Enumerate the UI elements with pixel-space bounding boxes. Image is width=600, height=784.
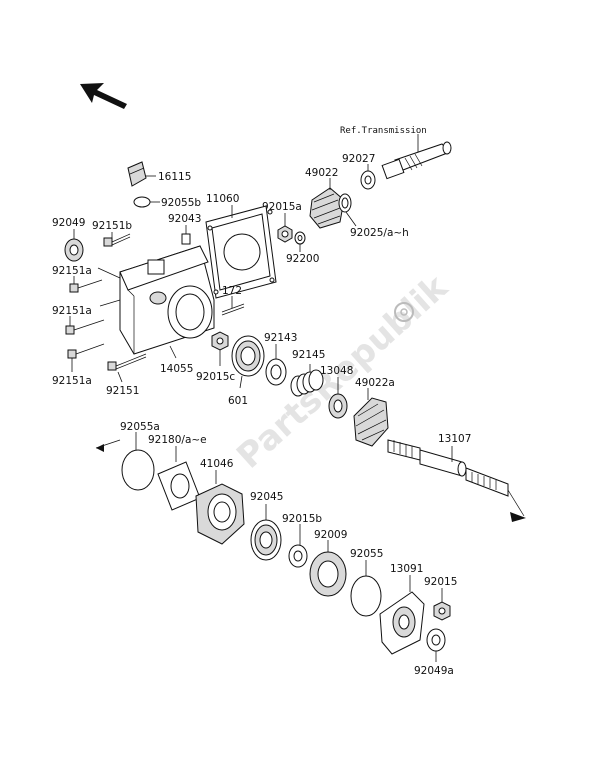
gear-watermark-icon [394,302,414,322]
cap-16115 [127,161,147,187]
bevel-gear-49022a [353,397,389,447]
gasket-11060 [205,205,277,299]
washer-92027 [360,170,376,190]
oil-seal-92049a [426,628,446,652]
label-92015b: 92015b [282,513,322,525]
label-92055b: 92055b [161,197,201,209]
bearing-92045 [250,519,282,561]
bearing-housing-41046 [195,483,245,545]
label-92151a-3: 92151a [52,375,92,387]
nut-92015a [277,225,293,243]
label-92015a: 92015a [262,201,302,213]
bolt-92151a-1 [69,279,103,293]
label-41046: 41046 [200,458,234,470]
bevel-gear-49022 [309,187,345,229]
label-92043: 92043 [168,213,201,225]
washer-92200 [294,231,306,245]
oring-92055b [133,196,151,208]
label-14055: 14055 [160,363,193,375]
label-92151: 92151 [106,385,139,397]
label-13048: 13048 [320,365,353,377]
label-92055a: 92055a [120,421,160,433]
bolt-92151b [103,233,131,247]
label-92151b: 92151b [92,220,132,232]
collar-92143 [265,358,287,386]
label-92180: 92180/a~e [148,434,207,446]
oring-92055 [350,575,382,617]
cover-13091 [379,591,425,655]
oring-92055a [121,449,155,491]
label-172: 172 [222,285,242,297]
label-92151a-2: 92151a [52,305,92,317]
label-92009: 92009 [314,529,347,541]
bearing-601 [231,335,265,377]
label-11060: 11060 [206,193,239,205]
ref-transmission-label: Ref.Transmission [340,126,427,136]
label-13107: 13107 [438,433,471,445]
hub-13048 [328,393,348,419]
label-92143: 92143 [264,332,297,344]
label-92145: 92145 [292,349,325,361]
label-92045: 92045 [250,491,283,503]
label-92055: 92055 [350,548,383,560]
label-601: 601 [228,395,248,407]
ring-92009 [309,551,347,597]
stud-172 [221,303,245,316]
nut-92015b [288,544,308,568]
nut-92015c [211,331,229,351]
front-direction-arrow-icon [80,83,127,109]
bolt-92151a-2 [65,319,105,335]
bolt-92151 [107,353,147,371]
pin-92043 [181,233,191,245]
bolt-92151a-3 [67,343,105,359]
label-92200: 92200 [286,253,319,265]
shim-92025 [338,193,352,213]
label-92027: 92027 [342,153,375,165]
label-16115: 16115 [158,171,191,183]
gasket-92180 [157,461,201,511]
label-92049a: 92049a [414,665,454,677]
spring-92145 [290,369,324,397]
oil-seal-92049 [64,238,84,262]
label-49022: 49022 [305,167,338,179]
label-92015c: 92015c [196,371,235,383]
transmission-shaft-upper [381,141,452,180]
label-92151a-1: 92151a [52,265,92,277]
label-92015: 92015 [424,576,457,588]
label-13091: 13091 [390,563,423,575]
label-49022a: 49022a [355,377,395,389]
gear-case-14055 [119,245,215,355]
drive-shaft-13107 [387,439,526,522]
label-92049: 92049 [52,217,85,229]
nut-92015 [433,601,451,621]
label-92025: 92025/a~h [350,227,409,239]
